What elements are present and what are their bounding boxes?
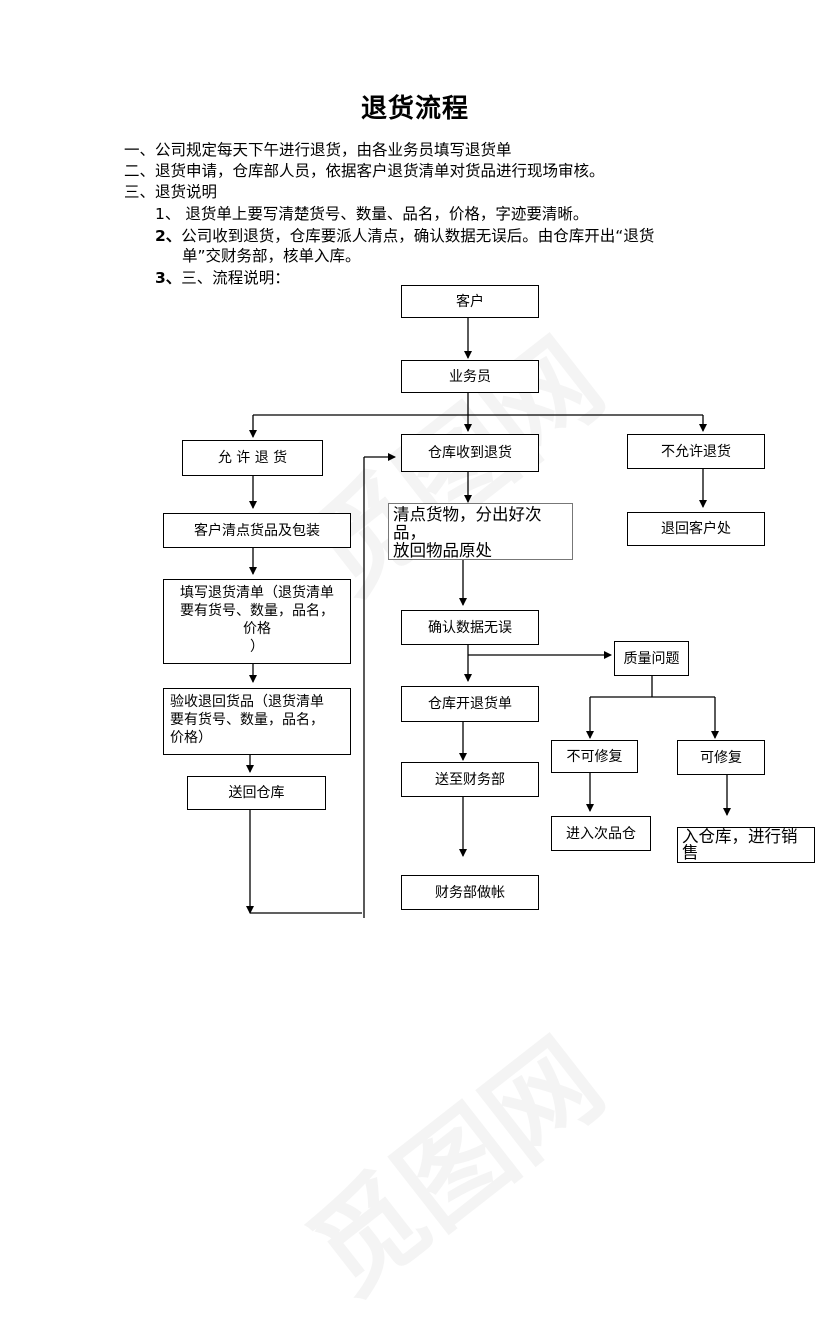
- node-label-line: 价格: [243, 621, 271, 637]
- note-num: 1、: [155, 205, 181, 223]
- intro-line-1: 一、公司规定每天下午进行退货，由各业务员填写退货单: [124, 140, 512, 161]
- node-label-line: 要有货号、数量，品名，: [170, 712, 324, 728]
- node-label-line: 要有货号、数量，品名，: [180, 603, 334, 619]
- intro-text: 退货申请，仓库部人员，依据客户退货清单对货品进行现场审核。: [155, 162, 605, 180]
- intro-text: 退货说明: [155, 183, 218, 201]
- note-text: 公司收到退货，仓库要派人清点，确认数据无误后。由仓库开出“退货: [181, 227, 655, 245]
- node-stock-sell: 入仓库，进行销 售: [677, 827, 815, 863]
- node-label: 进入次品仓: [566, 825, 636, 842]
- node-confirm-data: 确认数据无误: [401, 610, 539, 645]
- intro-num: 二、: [124, 162, 156, 180]
- intro-num: 三、: [124, 183, 156, 201]
- node-label: 财务部做帐: [435, 884, 505, 901]
- intro-line-2: 二、退货申请，仓库部人员，依据客户退货清单对货品进行现场审核。: [124, 161, 605, 182]
- node-inspect-goods: 验收退回货品（退货清单 要有货号、数量，品名， 价格）: [163, 688, 351, 755]
- node-label: 退回客户处: [661, 521, 731, 537]
- node-label: 送回仓库: [228, 785, 285, 801]
- node-customer: 客户: [401, 285, 539, 318]
- intro-line-3: 三、退货说明: [124, 182, 217, 203]
- node-label: 客户: [456, 293, 484, 310]
- note-text: 退货单上要写清楚货号、数量、品名，价格，字迹要清晰。: [185, 205, 589, 223]
- node-warehouse-issue: 仓库开退货单: [401, 686, 539, 722]
- node-label-line: 放回物品原处: [393, 541, 492, 560]
- note-line-2: 2、公司收到退货，仓库要派人清点，确认数据无误后。由仓库开出“退货: [155, 226, 654, 247]
- node-count-goods: 清点货物，分出好次品， 放回物品原处: [388, 503, 573, 560]
- note-num: 3、: [155, 269, 182, 287]
- note-line-2-cont: 单”交财务部，核单入库。: [182, 246, 361, 267]
- node-label: 确认数据无误: [428, 619, 512, 636]
- node-customer-pack: 客户清点货品及包装: [163, 513, 351, 548]
- node-fill-form: 填写退货清单（退货清单 要有货号、数量，品名， 价格 ）: [163, 579, 351, 664]
- note-text-cont: 单”交财务部，核单入库。: [182, 247, 361, 265]
- node-defect-storage: 进入次品仓: [551, 816, 651, 851]
- node-label-line: ）: [250, 639, 264, 655]
- note-num: 2、: [155, 227, 182, 245]
- node-send-back: 送回仓库: [187, 776, 326, 810]
- node-label-line: 验收退回货品（退货清单: [170, 694, 324, 710]
- node-label-line: 售: [682, 843, 699, 862]
- node-label: 不允许退货: [661, 443, 731, 460]
- node-label-line: 填写退货清单（退货清单: [180, 585, 334, 601]
- node-warehouse-receive: 仓库收到退货: [401, 434, 539, 472]
- intro-num: 一、: [124, 141, 156, 159]
- watermark: 觅图网: [271, 995, 630, 1324]
- node-label-line: 价格）: [170, 730, 212, 746]
- note-line-1: 1、 退货单上要写清楚货号、数量、品名，价格，字迹要清晰。: [155, 204, 588, 225]
- node-label: 不可修复: [566, 748, 623, 765]
- page-title: 退货流程: [360, 94, 469, 124]
- node-return-to-customer: 退回客户处: [627, 512, 765, 546]
- node-label-line: 入仓库，进行销: [682, 827, 798, 846]
- node-label: 客户清点货品及包装: [194, 522, 320, 539]
- note-text: 三、流程说明：: [181, 269, 290, 287]
- node-label-line: 清点货物，分出好次品，: [393, 505, 542, 542]
- node-label: 仓库收到退货: [428, 445, 512, 461]
- intro-text: 公司规定每天下午进行退货，由各业务员填写退货单: [155, 141, 512, 159]
- node-label: 仓库开退货单: [428, 696, 512, 712]
- node-label: 允 许 退 货: [217, 450, 288, 466]
- node-send-finance: 送至财务部: [401, 762, 539, 797]
- node-not-repairable: 不可修复: [551, 740, 638, 773]
- node-finance-account: 财务部做帐: [401, 875, 539, 910]
- node-repairable: 可修复: [677, 740, 765, 775]
- note-line-3: 3、三、流程说明：: [155, 268, 290, 289]
- node-label: 可修复: [700, 749, 742, 766]
- node-not-allow: 不允许退货: [627, 434, 765, 469]
- node-quality-issue: 质量问题: [614, 641, 689, 676]
- node-label: 送至财务部: [435, 771, 505, 788]
- node-salesman: 业务员: [401, 360, 539, 393]
- node-allow-return: 允 许 退 货: [182, 440, 323, 476]
- node-label: 质量问题: [623, 650, 680, 667]
- node-label: 业务员: [449, 368, 491, 385]
